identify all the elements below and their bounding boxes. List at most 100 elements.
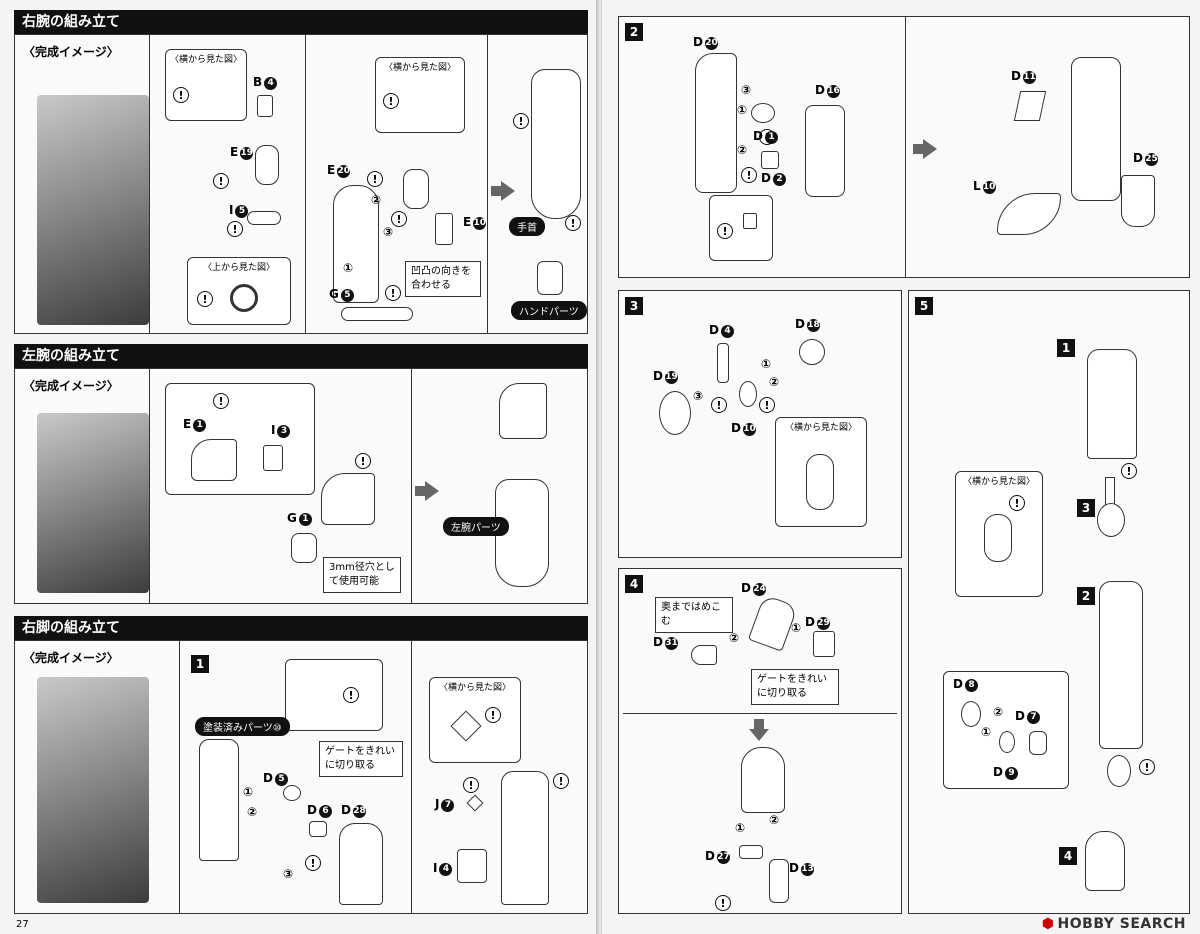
down-arrow-icon xyxy=(749,719,769,741)
painted-knee-part xyxy=(199,739,239,861)
step-number: 1 xyxy=(191,655,209,673)
part-d2-small xyxy=(761,151,779,169)
warning-icon: ! xyxy=(367,171,383,187)
part-e19 xyxy=(255,145,279,185)
part-d16 xyxy=(805,105,845,197)
part-d27 xyxy=(739,845,763,859)
note-cut-gate: ゲートをきれいに切り取る xyxy=(319,741,403,777)
sub-assembly-3 xyxy=(1097,503,1125,537)
sub-assembly-number: 3 xyxy=(1077,499,1095,517)
sub-assembly-4 xyxy=(1085,831,1125,891)
hobby-search-logo-icon: ⬢ xyxy=(1041,916,1055,932)
part-d28 xyxy=(339,823,383,905)
part-i4 xyxy=(457,849,487,883)
warning-icon: ! xyxy=(383,93,399,109)
step-number: 2 xyxy=(625,23,643,41)
warning-icon: ! xyxy=(343,687,359,703)
sub-assembly-number: 2 xyxy=(1077,587,1095,605)
wrist-label: 手首 xyxy=(509,217,545,236)
part-d13 xyxy=(769,859,789,903)
warning-icon: ! xyxy=(213,173,229,189)
left-arm-parts-label: 左腕パーツ xyxy=(443,517,509,536)
part-i3 xyxy=(263,445,283,471)
step-number: 3 xyxy=(625,297,643,315)
warning-icon: ! xyxy=(759,397,775,413)
joint-part xyxy=(751,103,775,123)
part-d19 xyxy=(659,391,691,435)
section-title-right-arm: 右腕の組み立て xyxy=(14,10,588,34)
book-gutter xyxy=(596,0,604,934)
part-d9-ring xyxy=(999,731,1015,753)
part-d10 xyxy=(739,381,757,407)
assembled-knee xyxy=(501,771,549,905)
assembled-foot xyxy=(741,747,785,813)
side-view-callout: 〈横から見た図〉 xyxy=(775,417,867,527)
warning-icon: ! xyxy=(463,777,479,793)
warning-icon: ! xyxy=(715,895,731,911)
warning-icon: ! xyxy=(553,773,569,789)
warning-icon: ! xyxy=(305,855,321,871)
sub-assembly-2 xyxy=(1099,581,1143,749)
completion-image-label: 〈完成イメージ〉 xyxy=(23,45,119,59)
part-d5 xyxy=(283,785,301,801)
note-align-bumps: 凹凸の向きを合わせる xyxy=(405,261,481,297)
warning-icon: ! xyxy=(717,223,733,239)
warning-icon: ! xyxy=(1009,495,1025,511)
side-view-callout: 〈横から見た図〉 xyxy=(955,471,1043,597)
assembled-upper-leg xyxy=(1071,57,1121,201)
side-view-callout: 〈横から見た図〉 xyxy=(165,49,247,121)
completion-photo-left-arm xyxy=(37,413,149,593)
part-e10 xyxy=(435,213,453,245)
elbow-assembly xyxy=(499,383,547,439)
part-d11 xyxy=(1013,91,1047,121)
part-wrist-joint xyxy=(403,169,429,209)
note-3mm-hole: 3mm径穴として使用可能 xyxy=(323,557,401,593)
detail-callout xyxy=(285,659,383,731)
detail-callout xyxy=(165,383,315,495)
part-d4 xyxy=(717,343,729,383)
next-arrow-icon xyxy=(415,481,439,501)
completion-image-label: 〈完成イメージ〉 xyxy=(23,379,119,393)
page-number: 27 xyxy=(16,919,29,930)
warning-icon: ! xyxy=(355,453,371,469)
warning-icon: ! xyxy=(711,397,727,413)
part-b4 xyxy=(257,95,273,117)
part-d31 xyxy=(691,645,717,665)
part-l10-wing xyxy=(997,193,1061,235)
warning-icon: ! xyxy=(1139,759,1155,775)
right-page: 2 D20 ③ D16 ① ! D1 ② ! D2 ! D11 D25 L10 … xyxy=(602,0,1200,934)
warning-icon: ! xyxy=(741,167,757,183)
part-d8 xyxy=(961,701,981,727)
warning-icon: ! xyxy=(513,113,529,129)
sub-assembly-number: 1 xyxy=(1057,339,1075,357)
sub-assembly-number: 4 xyxy=(1059,847,1077,865)
step-number: 5 xyxy=(915,297,933,315)
completion-photo-right-arm xyxy=(37,95,149,325)
hand-parts-label: ハンドパーツ xyxy=(511,301,587,320)
warning-icon: ! xyxy=(197,291,213,307)
